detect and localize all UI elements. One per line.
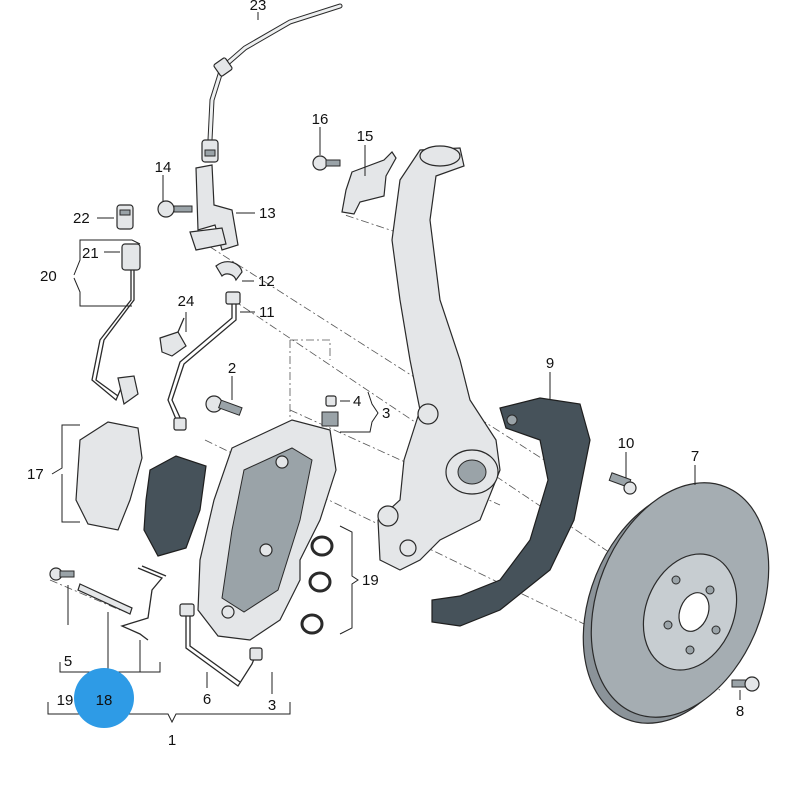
- callout-23[interactable]: 23: [250, 0, 267, 14]
- splash-shield[interactable]: [431, 397, 591, 627]
- callout-1[interactable]: 1: [168, 732, 176, 749]
- callout-18[interactable]: 18: [96, 692, 113, 709]
- spreader-spring[interactable]: [120, 565, 167, 641]
- callout-3-lower[interactable]: 3: [268, 697, 276, 714]
- callout-4[interactable]: 4: [353, 393, 361, 410]
- callout-11[interactable]: 11: [259, 304, 275, 321]
- bracket-screw[interactable]: [312, 155, 341, 171]
- callout-13[interactable]: 13: [259, 205, 276, 222]
- steering-knuckle: [377, 145, 501, 571]
- sensor-bracket[interactable]: [341, 151, 397, 215]
- callout-15[interactable]: 15: [357, 128, 374, 145]
- callout-24[interactable]: 24: [178, 293, 195, 310]
- guide-bolt[interactable]: [49, 567, 75, 581]
- callout-8[interactable]: 8: [736, 703, 744, 720]
- guide-pin[interactable]: [77, 583, 133, 615]
- leader-lines: [47, 12, 741, 724]
- brake-line-lower[interactable]: [179, 603, 263, 687]
- retaining-clip[interactable]: [215, 261, 243, 282]
- wear-sensor[interactable]: [91, 243, 141, 406]
- brake-hose[interactable]: [201, 3, 343, 163]
- bleed-valve[interactable]: [321, 395, 339, 427]
- line-clip[interactable]: [159, 317, 187, 357]
- callout-14[interactable]: 14: [155, 159, 172, 176]
- highlight-marker: [74, 668, 134, 728]
- callout-5[interactable]: 5: [64, 653, 72, 670]
- callout-16[interactable]: 16: [312, 111, 329, 128]
- seal-rings[interactable]: [300, 535, 334, 635]
- bracket-bolt[interactable]: [157, 200, 193, 218]
- brake-disc[interactable]: [550, 456, 800, 750]
- callout-20[interactable]: 20: [40, 268, 57, 285]
- brake-line-upper[interactable]: [167, 291, 241, 431]
- callout-2[interactable]: 2: [228, 360, 236, 377]
- callout-12[interactable]: 12: [258, 273, 275, 290]
- callout-9[interactable]: 9: [546, 355, 554, 372]
- disc-screw[interactable]: [731, 676, 760, 692]
- callout-6[interactable]: 6: [203, 691, 211, 708]
- hose-bracket[interactable]: [189, 164, 239, 251]
- wear-sensor-connector[interactable]: [116, 204, 134, 230]
- callout-10[interactable]: 10: [618, 435, 635, 452]
- callout-22[interactable]: 22: [73, 210, 90, 227]
- callout-7[interactable]: 7: [691, 448, 699, 465]
- brake-caliper[interactable]: [197, 419, 337, 641]
- callout-17[interactable]: 17: [27, 466, 44, 483]
- callout-19-bottom[interactable]: 19: [57, 692, 74, 709]
- callout-21[interactable]: 21: [82, 245, 99, 262]
- callout-labels: 23 16 15 14 13 22 21 20 12 24 11 9 2 4 3…: [27, 0, 744, 749]
- shield-bolt[interactable]: [608, 472, 637, 495]
- caliper-bolt[interactable]: [205, 395, 243, 416]
- callout-19-right[interactable]: 19: [362, 572, 379, 589]
- brake-pads[interactable]: [75, 421, 207, 557]
- callout-3-upper[interactable]: 3: [382, 405, 390, 422]
